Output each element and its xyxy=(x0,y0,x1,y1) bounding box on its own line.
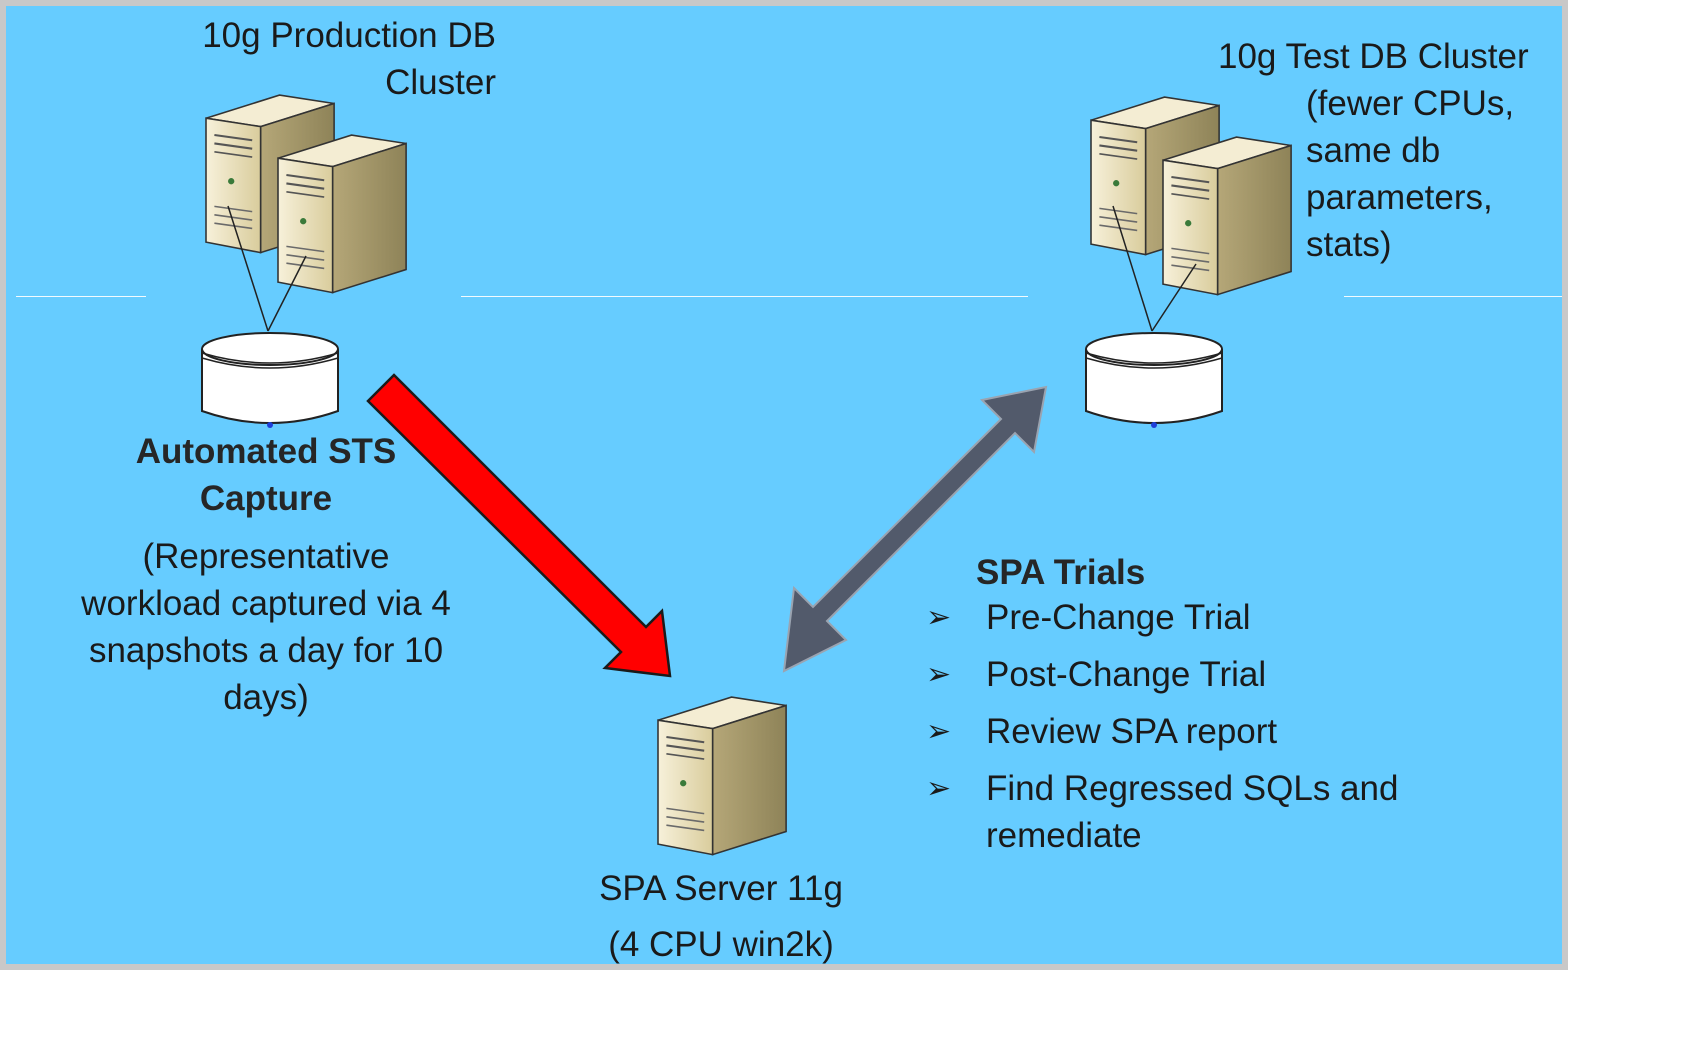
test-detail-line: (fewer CPUs, xyxy=(1306,84,1515,123)
arrow-bullet-icon: ➢ xyxy=(926,658,952,691)
trial-step-text: Pre-Change Trial xyxy=(986,598,1251,637)
list-item: ➢ Find Regressed SQLs and remediate xyxy=(926,765,1486,859)
capture-description: (Representative workload captured via 4 … xyxy=(36,533,496,721)
production-title-line: 10g Production DB xyxy=(202,16,496,55)
capture-arrow xyxy=(366,373,672,678)
separator-line xyxy=(461,296,1028,297)
spa-server-label: SPA Server 11g (4 CPU win2k) xyxy=(561,861,881,964)
capture-heading: Automated STS Capture xyxy=(66,428,466,522)
test-database-icon xyxy=(1085,332,1223,429)
spa-server-title: SPA Server 11g xyxy=(599,869,843,908)
production-cluster-label: 10g Production DB Cluster xyxy=(106,12,496,106)
capture-heading-line: Automated STS xyxy=(135,432,397,471)
test-detail-line: same db xyxy=(1306,131,1441,170)
capture-description-line: days) xyxy=(223,678,309,717)
trial-step-text: Find Regressed SQLs and remediate xyxy=(986,769,1399,855)
trial-step-text: Review SPA report xyxy=(986,712,1278,751)
trial-double-arrow xyxy=(782,385,1048,673)
list-item: ➢ Post-Change Trial xyxy=(926,651,1486,698)
list-item: ➢ Review SPA report xyxy=(926,708,1486,755)
capture-heading-line: Capture xyxy=(199,479,333,518)
spa-server-detail: (4 CPU win2k) xyxy=(608,925,834,964)
spa-server-icon xyxy=(656,696,788,856)
capture-description-line: (Representative xyxy=(142,537,390,576)
capture-description-line: workload captured via 4 xyxy=(81,584,451,623)
spa-trials-list: ➢ Pre-Change Trial ➢ Post-Change Trial ➢ Re… xyxy=(926,594,1486,869)
production-server-icon xyxy=(204,94,408,294)
test-cluster-label: 10g Test DB Cluster (fewer CPUs, same db… xyxy=(1218,33,1562,268)
capture-description-line: snapshots a day for 10 xyxy=(88,631,444,670)
arrow-bullet-icon: ➢ xyxy=(926,601,952,634)
production-link-lines xyxy=(227,205,307,332)
spa-trials-heading: SPA Trials xyxy=(976,553,1146,592)
test-detail-line: stats) xyxy=(1306,225,1392,264)
test-title-line: 10g Test DB Cluster xyxy=(1218,37,1529,76)
production-database-icon xyxy=(201,332,339,429)
test-detail-line: parameters, xyxy=(1306,178,1493,217)
list-item: ➢ Pre-Change Trial xyxy=(926,594,1486,641)
arrow-bullet-icon: ➢ xyxy=(926,772,952,805)
diagram-graphics xyxy=(201,94,1293,856)
separator-line xyxy=(1344,296,1562,297)
test-link-lines xyxy=(1112,205,1197,332)
trial-step-text: Post-Change Trial xyxy=(986,655,1267,694)
production-title-line: Cluster xyxy=(385,63,496,102)
diagram-canvas: 10g Production DB Cluster 10g Test DB Cl… xyxy=(0,0,1568,970)
arrow-bullet-icon: ➢ xyxy=(926,715,952,748)
separator-line xyxy=(16,296,146,297)
